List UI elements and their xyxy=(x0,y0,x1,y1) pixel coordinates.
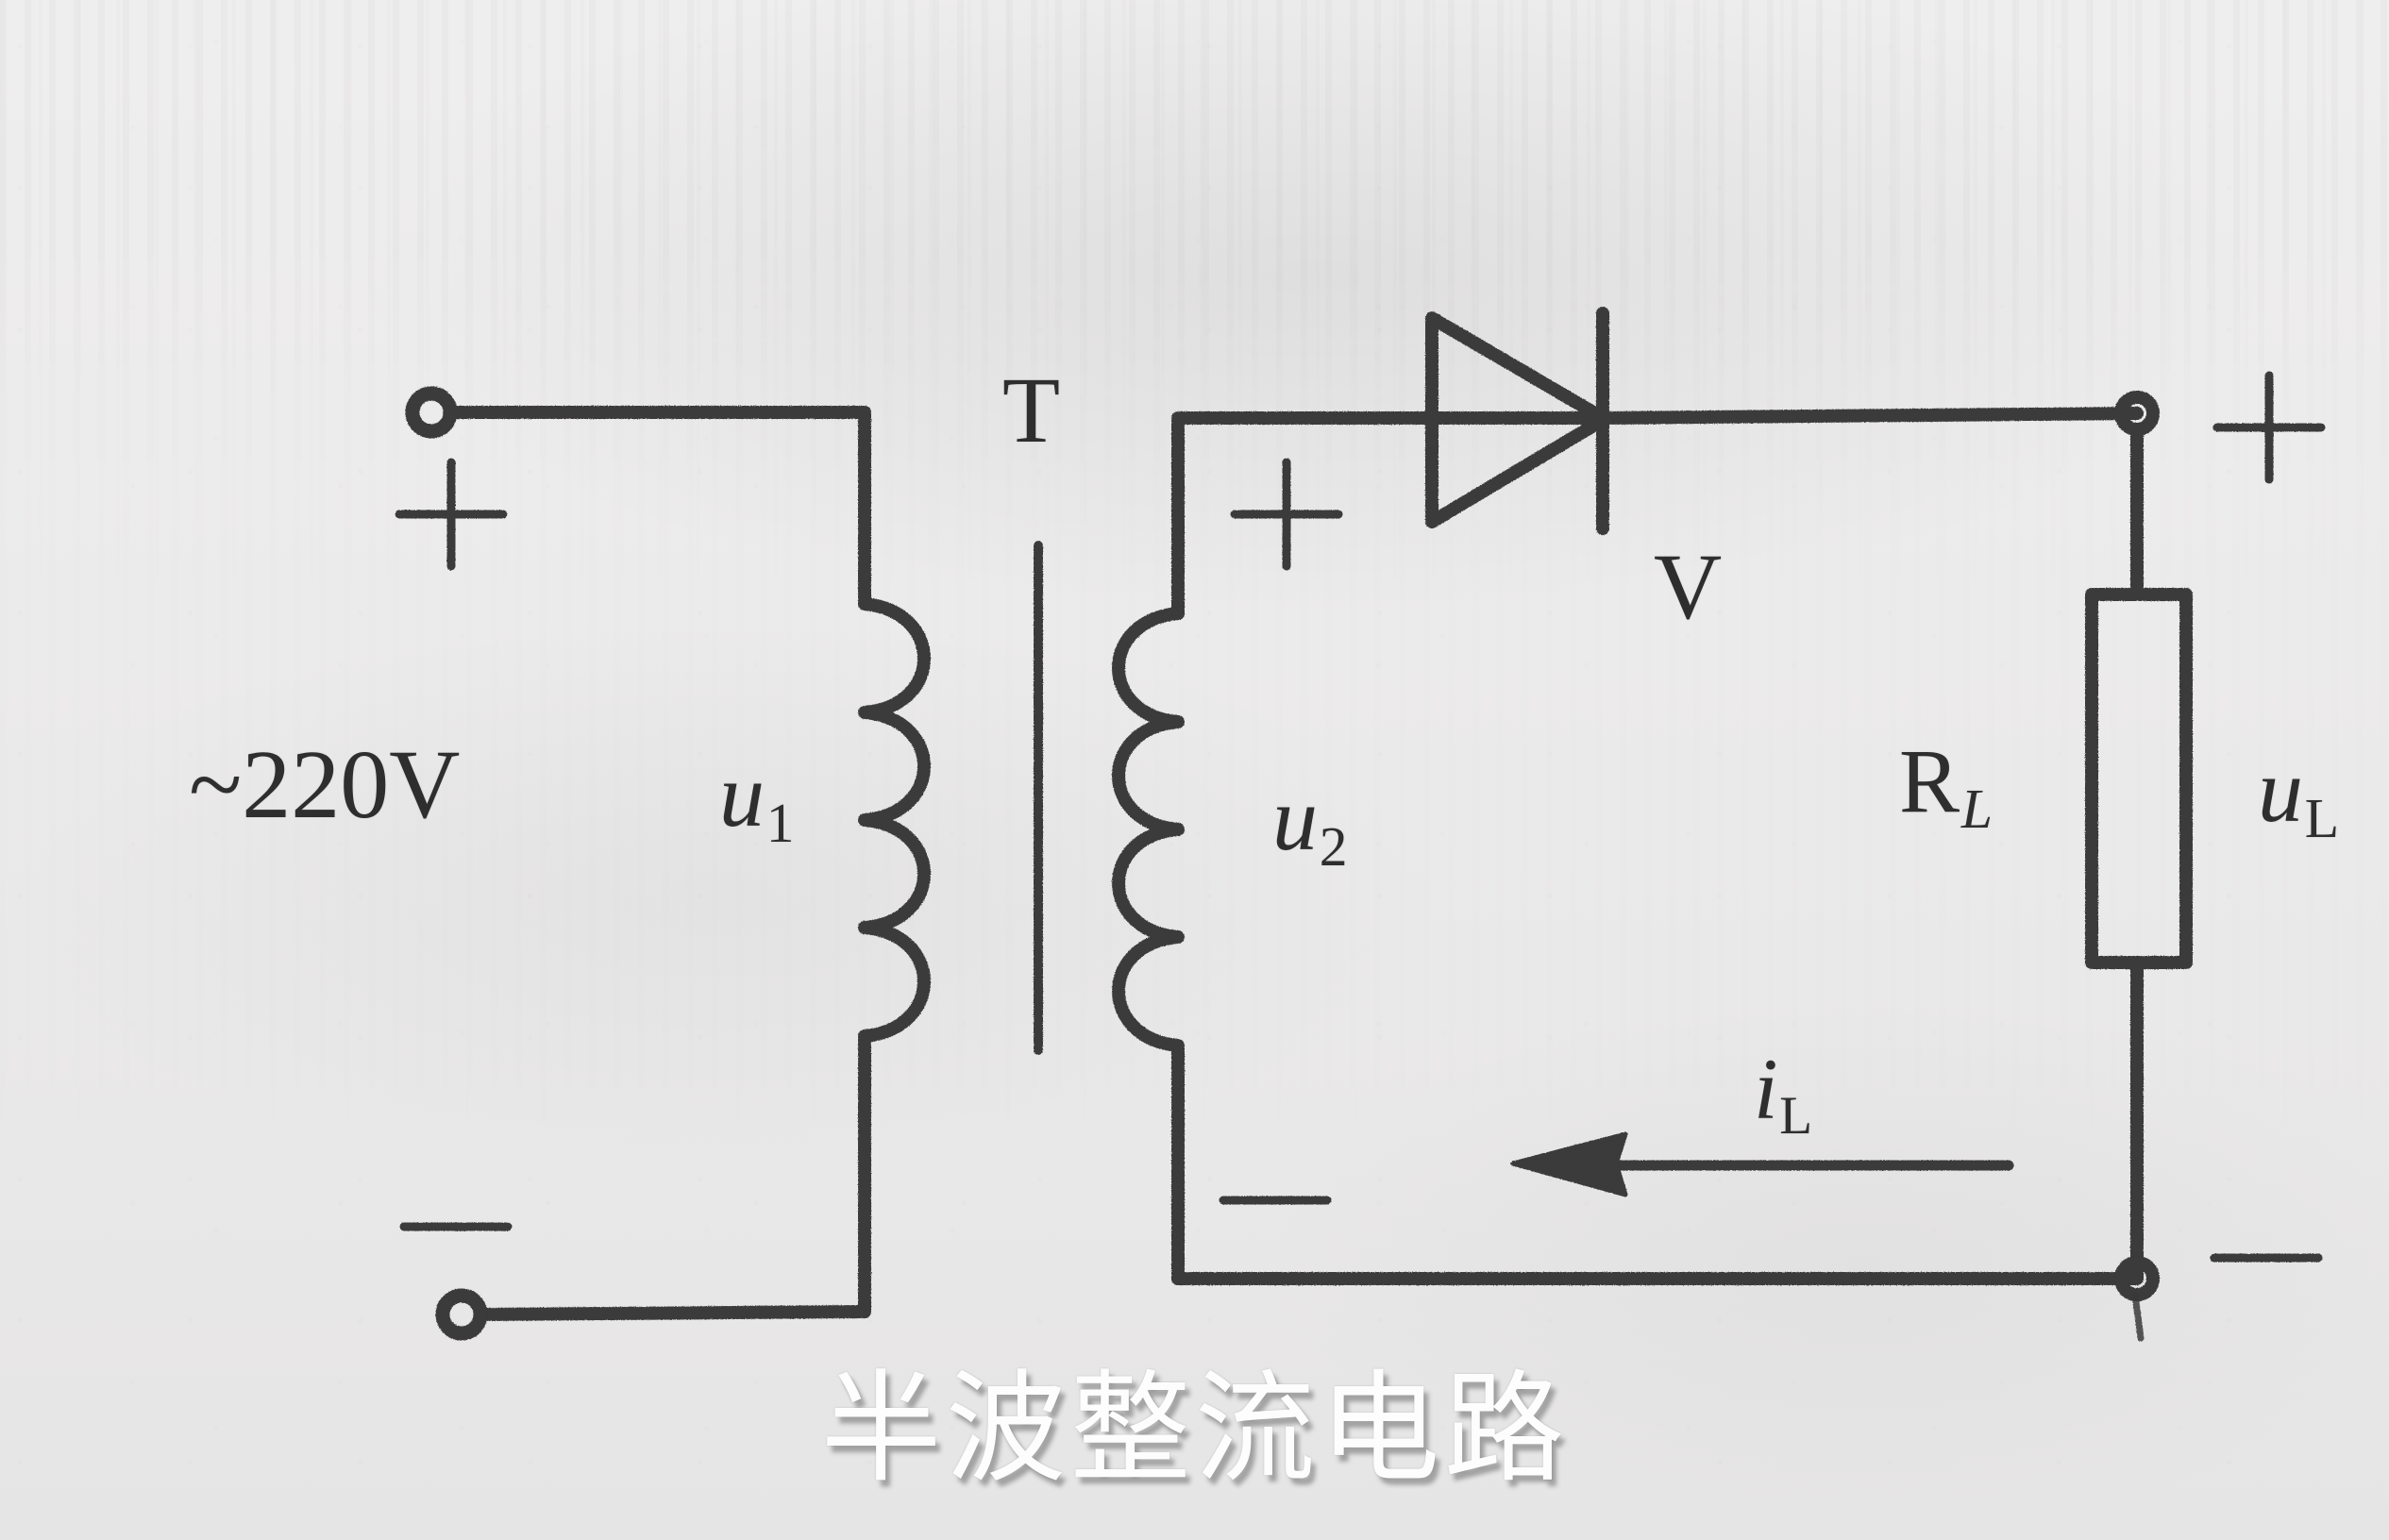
wire-diode-to-node xyxy=(1596,407,2144,425)
terminal-ink-tail xyxy=(2131,1291,2145,1342)
primary-voltage-label: u1 xyxy=(719,750,795,851)
secondary-voltage-subscript: 2 xyxy=(1319,814,1348,878)
load-resistor-body xyxy=(2085,588,2193,969)
primary-voltage-symbol: u xyxy=(719,745,765,845)
load-voltage-label: uL xyxy=(2258,745,2339,846)
transformer-label: T xyxy=(1002,358,1061,462)
secondary-voltage-symbol: u xyxy=(1272,768,1318,869)
diode-triangle xyxy=(1425,311,1611,528)
load-voltage-symbol: u xyxy=(2258,740,2303,841)
polarity-plus-input xyxy=(395,458,508,571)
current-arrow-head xyxy=(1510,1131,1628,1197)
load-resistor-symbol: R xyxy=(1899,730,1960,831)
wire-primary-bottom xyxy=(475,1305,871,1321)
secondary-voltage-label: u2 xyxy=(1272,774,1348,875)
ac-input-terminal-bottom xyxy=(435,1288,488,1341)
load-current-subscript: L xyxy=(1779,1085,1813,1146)
ac-source-label: ~220V xyxy=(189,730,461,839)
secondary-winding-coil xyxy=(1112,607,1185,1285)
figure-caption: 半波整流电路 xyxy=(820,1359,1569,1499)
load-resistor-label: RL xyxy=(1899,736,1993,837)
load-current-symbol: i xyxy=(1754,1041,1778,1137)
primary-voltage-subscript: 1 xyxy=(765,791,795,854)
wire-primary-top xyxy=(444,406,871,611)
load-voltage-subscript: L xyxy=(2304,786,2340,849)
load-current-label: iL xyxy=(1754,1046,1812,1143)
primary-winding-coil xyxy=(858,597,931,1318)
diode-label: V xyxy=(1654,534,1723,639)
polarity-plus-output xyxy=(2212,371,2326,484)
load-resistor-subscript: L xyxy=(1960,777,1993,840)
load-current-arrow xyxy=(1510,1131,2014,1197)
wire-secondary-top xyxy=(1171,411,1609,620)
polarity-plus-secondary xyxy=(1230,458,1343,571)
